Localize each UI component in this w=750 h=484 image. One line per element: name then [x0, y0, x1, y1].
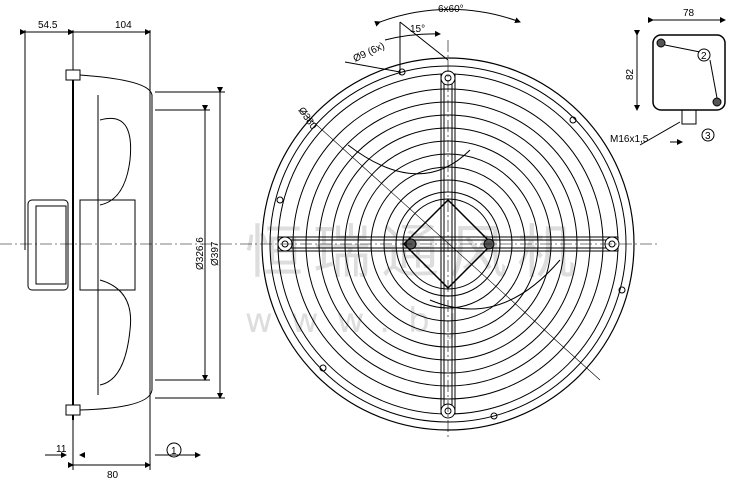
terminal-box [634, 17, 726, 146]
dim-397: Ø397 [210, 241, 221, 266]
dim-6x60: 6x60° [438, 4, 464, 15]
dim-380: Ø380 [296, 105, 319, 132]
dim-78: 78 [683, 8, 695, 19]
thread-label: M16x1,5 [610, 134, 649, 145]
callout-3: 3 [705, 131, 711, 142]
side-view [0, 29, 240, 470]
svg-text:恒瑞通风机: 恒瑞通风机 [245, 218, 585, 286]
dim-54-5: 54.5 [38, 20, 58, 31]
callout-2: 2 [701, 51, 707, 62]
dim-82: 82 [625, 68, 636, 80]
dim-15: 15° [410, 24, 425, 35]
dim-326-6: Ø326.6 [195, 237, 206, 270]
dim-104: 104 [115, 20, 132, 31]
front-view [240, 8, 660, 440]
watermark: 恒瑞通风机 www.bj [245, 218, 585, 341]
dim-11: 11 [56, 444, 67, 455]
dim-holes: Ø9 (6x) [352, 41, 387, 65]
dim-80: 80 [107, 470, 119, 481]
callout-1: 1 [171, 446, 177, 457]
